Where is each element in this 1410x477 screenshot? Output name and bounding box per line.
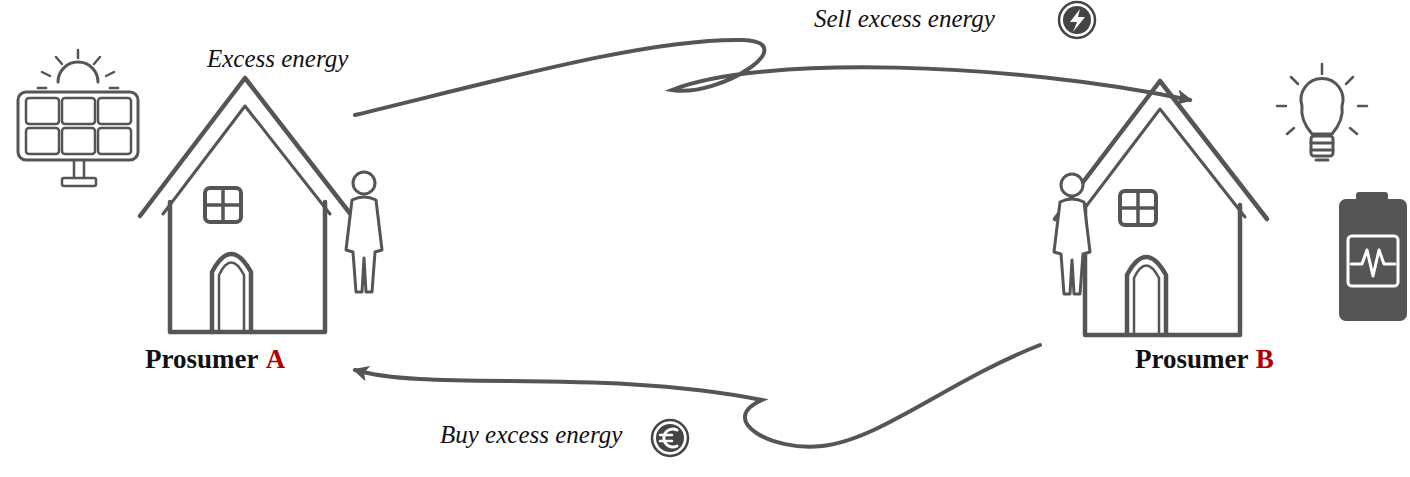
- edge-label: Sell excess energy: [812, 4, 997, 34]
- node-heading: Prosumer B: [1135, 344, 1274, 375]
- euro-icon: [652, 420, 688, 456]
- house-b: [1055, 81, 1267, 335]
- node-title: Prosumer: [145, 344, 258, 375]
- person-b: [1054, 174, 1090, 294]
- node-title: Prosumer: [1135, 344, 1248, 375]
- node-letter: A: [266, 344, 286, 375]
- node-letter: B: [1256, 344, 1274, 375]
- flow-arrow: [355, 40, 1190, 115]
- node-heading: Prosumer A: [145, 344, 285, 375]
- person-a: [346, 172, 382, 292]
- solar-panel: [18, 50, 138, 186]
- prosumer-b-house: Prosumer B: [1040, 100, 1395, 380]
- edge-label: Buy excess energy: [438, 420, 624, 450]
- house-a: [140, 78, 352, 332]
- light-bulb: [1277, 64, 1367, 160]
- prosumer-a-house: Prosumer A: [115, 60, 355, 380]
- annotation-label: Excess energy: [205, 44, 350, 74]
- lightning-icon: [1059, 2, 1095, 38]
- battery: [1340, 193, 1406, 320]
